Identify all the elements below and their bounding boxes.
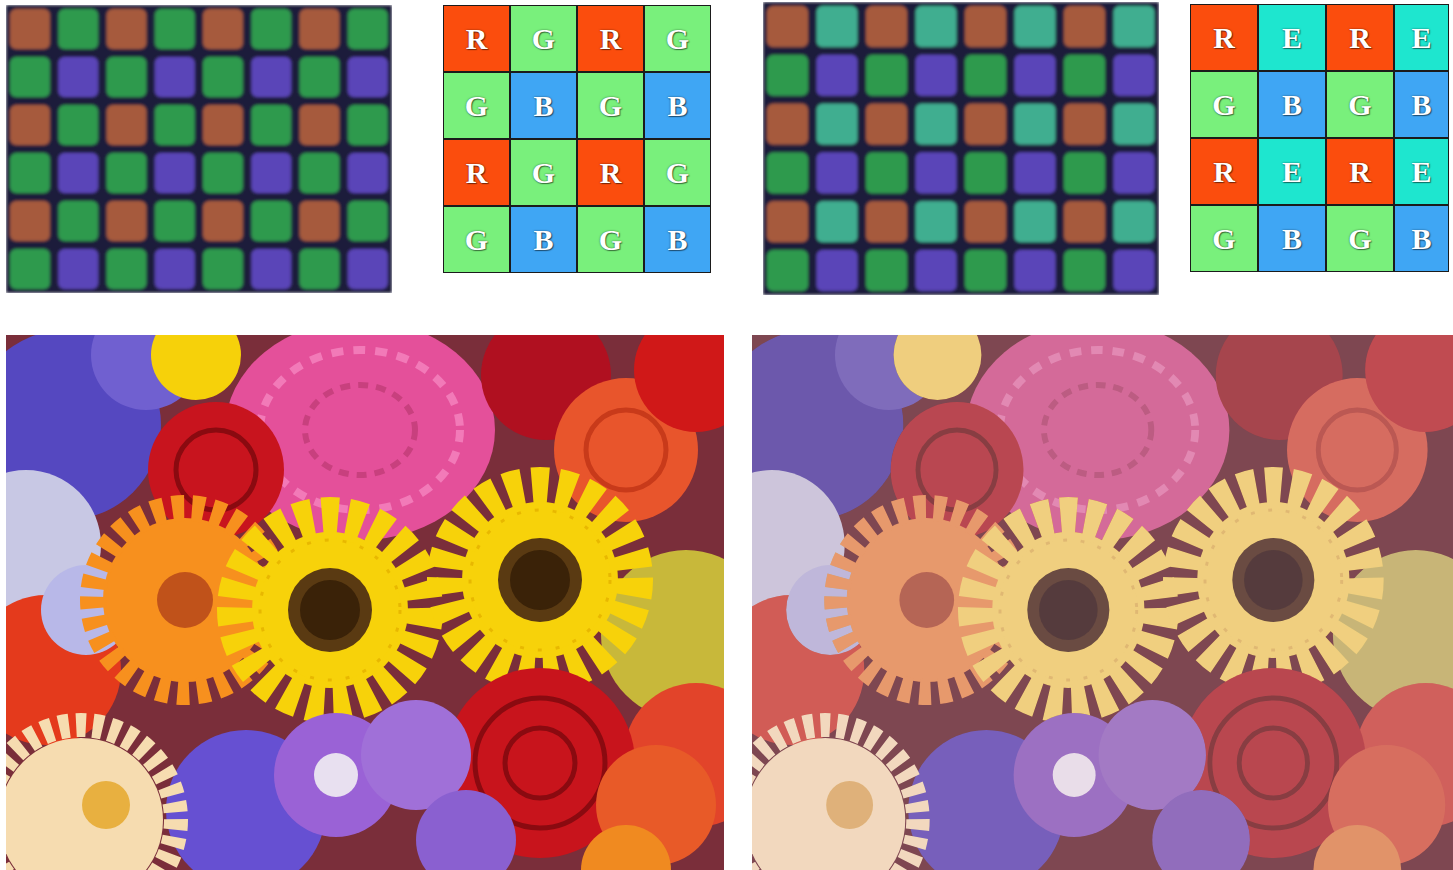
filter-cell: R bbox=[577, 139, 644, 206]
filter-letter: B bbox=[1282, 224, 1302, 254]
filter-cell: G bbox=[1326, 205, 1394, 272]
filter-letter: G bbox=[465, 225, 488, 255]
filter-cell: R bbox=[1326, 138, 1394, 205]
filter-letter: G bbox=[1348, 90, 1371, 120]
filter-letter: G bbox=[532, 24, 555, 54]
filter-cell: E bbox=[1258, 138, 1326, 205]
filter-letter: B bbox=[1411, 224, 1431, 254]
filter-cell: G bbox=[443, 206, 510, 273]
filter-cell: B bbox=[1258, 205, 1326, 272]
filter-cell: B bbox=[644, 72, 711, 139]
filter-cell: B bbox=[1394, 205, 1449, 272]
filter-letter: B bbox=[667, 91, 687, 121]
filter-cell: R bbox=[1190, 4, 1258, 71]
filter-letter: E bbox=[1411, 157, 1431, 187]
filter-cell: R bbox=[1190, 138, 1258, 205]
filter-cell: G bbox=[510, 139, 577, 206]
filter-cell: E bbox=[1258, 4, 1326, 71]
filter-cell: E bbox=[1394, 4, 1449, 71]
filter-letter: B bbox=[533, 225, 553, 255]
filter-cell: G bbox=[577, 206, 644, 273]
flower-photo bbox=[0, 300, 771, 870]
filter-cell: G bbox=[1190, 71, 1258, 138]
filter-cell: G bbox=[644, 139, 711, 206]
filter-cell: E bbox=[1394, 138, 1449, 205]
filter-letter: G bbox=[666, 24, 689, 54]
filter-cell: R bbox=[1326, 4, 1394, 71]
filter-letter: B bbox=[667, 225, 687, 255]
filter-letter: R bbox=[466, 158, 488, 188]
filter-letter: E bbox=[1411, 23, 1431, 53]
filter-letter: R bbox=[1213, 23, 1235, 53]
filter-letter: R bbox=[1349, 23, 1371, 53]
filter-letter: G bbox=[1212, 90, 1235, 120]
filter-cell: R bbox=[577, 5, 644, 72]
filter-cell: R bbox=[443, 5, 510, 72]
filter-letter: G bbox=[1212, 224, 1235, 254]
filter-letter: G bbox=[1348, 224, 1371, 254]
filter-cell: B bbox=[510, 72, 577, 139]
filter-letter: R bbox=[466, 24, 488, 54]
filter-cell: B bbox=[510, 206, 577, 273]
filter-cell: G bbox=[577, 72, 644, 139]
filter-cell: R bbox=[443, 139, 510, 206]
filter-cell: G bbox=[510, 5, 577, 72]
filter-letter: G bbox=[532, 158, 555, 188]
filter-cell: G bbox=[1190, 205, 1258, 272]
sensor-mosaic bbox=[6, 5, 392, 293]
sensor-mosaic bbox=[763, 2, 1159, 295]
filter-letter: G bbox=[599, 91, 622, 121]
filter-letter: R bbox=[1213, 157, 1235, 187]
filter-letter: E bbox=[1282, 23, 1302, 53]
filter-letter: B bbox=[1411, 90, 1431, 120]
filter-letter: R bbox=[1349, 157, 1371, 187]
filter-letter: R bbox=[600, 158, 622, 188]
filter-cell: G bbox=[443, 72, 510, 139]
filter-letter: G bbox=[599, 225, 622, 255]
filter-cell: G bbox=[1326, 71, 1394, 138]
filter-letter: G bbox=[666, 158, 689, 188]
filter-letter: R bbox=[600, 24, 622, 54]
filter-cell: B bbox=[1394, 71, 1449, 138]
filter-letter: E bbox=[1282, 157, 1302, 187]
filter-letter: G bbox=[465, 91, 488, 121]
filter-cell: G bbox=[644, 5, 711, 72]
flower-photo bbox=[698, 300, 1453, 870]
filter-cell: B bbox=[644, 206, 711, 273]
filter-letter: B bbox=[1282, 90, 1302, 120]
filter-cell: B bbox=[1258, 71, 1326, 138]
filter-letter: B bbox=[533, 91, 553, 121]
